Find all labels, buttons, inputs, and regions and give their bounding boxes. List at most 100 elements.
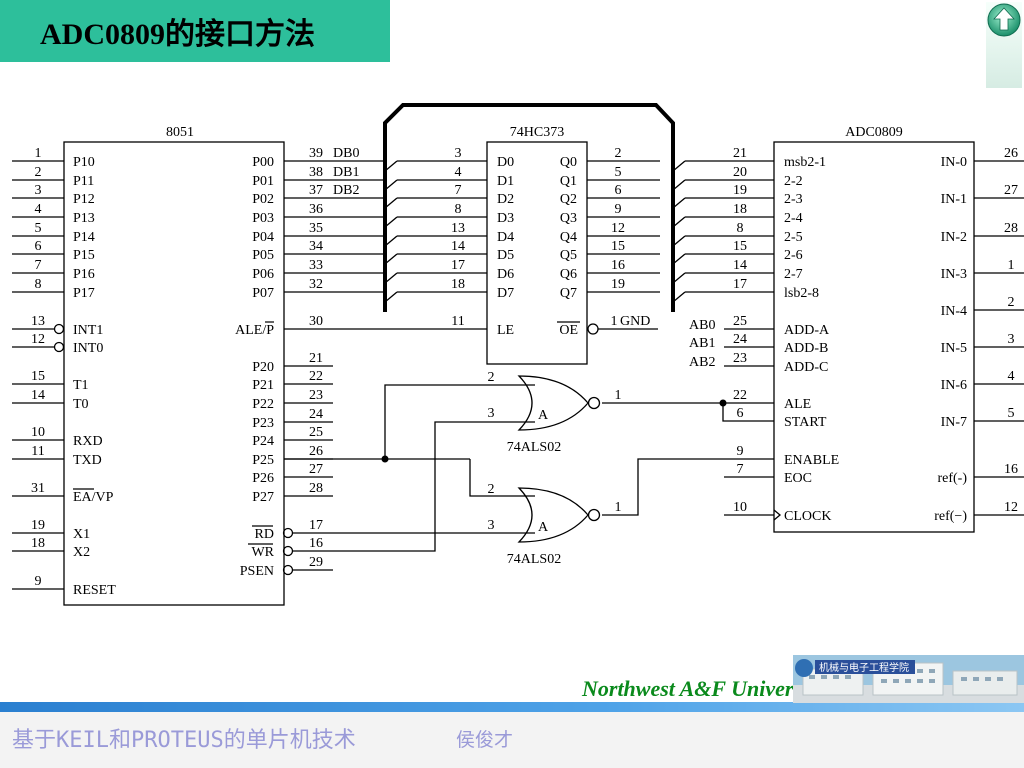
pin-label-8051-p11: P11 <box>73 174 94 189</box>
pin-num-adc-12: 12 <box>1004 500 1018 515</box>
gate1-pin-in2: 3 <box>488 406 495 421</box>
pin-num-adc-18: 18 <box>733 202 747 217</box>
gate2-pin-out: 1 <box>615 500 622 515</box>
pin-num-8051-32: 32 <box>309 277 323 292</box>
bus-entry <box>384 160 398 172</box>
footer-bar <box>0 702 1024 712</box>
oe-bubble <box>587 323 599 335</box>
pin-num-373-q-5: 5 <box>615 165 622 180</box>
pin-label-adc-addb: ADD-B <box>784 341 828 356</box>
pin-label-373-q1: Q1 <box>560 174 577 189</box>
pin-num-adc-27: 27 <box>1004 183 1018 198</box>
pin-label-adc-in3-3: IN-3 <box>941 267 967 282</box>
pin-label-adc-eoc: EOC <box>784 471 812 486</box>
pin-num-8051-31: 31 <box>31 481 45 496</box>
addr-net-ab2: AB2 <box>689 355 715 370</box>
pin-label-adc-22: 2-2 <box>784 174 803 189</box>
pin-label-adc-start: START <box>784 415 827 430</box>
pin-num-adc-7: 7 <box>737 462 744 477</box>
pin-num-8051-22: 22 <box>309 369 323 384</box>
university-name: Northwest A&F University <box>582 676 825 701</box>
pin-num-373-d-4: 4 <box>455 165 462 180</box>
pin-label-adc-in7-7: IN-7 <box>941 415 967 430</box>
pin-label-adc-25: 2-5 <box>784 230 803 245</box>
pin-num-adc-16: 16 <box>1004 462 1018 477</box>
bus-entry <box>672 272 686 284</box>
pin-num-8051-11: 11 <box>31 444 44 459</box>
pin-label-adc-in1-1: IN-1 <box>941 192 967 207</box>
pin-label-8051-int1: INT1 <box>73 323 103 338</box>
pin-label-373-d2: D2 <box>497 192 514 207</box>
pin-num-8051-16: 16 <box>309 536 323 551</box>
pin-label-373-d7: D7 <box>497 286 514 301</box>
chip-8051 <box>63 141 285 606</box>
pin-label-8051-rd: RD <box>255 527 274 542</box>
home-icon[interactable] <box>986 2 1022 88</box>
pin-label-373-q6: Q6 <box>560 267 577 282</box>
bus-label-db2: DB2 <box>333 183 359 198</box>
pin-label-adc-23: 2-3 <box>784 192 803 207</box>
pin-num-adc-6: 6 <box>737 406 744 421</box>
pin-num-373-q-15: 15 <box>611 239 625 254</box>
pin-num-8051-18: 18 <box>31 536 45 551</box>
pin-label-adc-in5-5: IN-5 <box>941 341 967 356</box>
pin-num-8051-15: 15 <box>31 369 45 384</box>
course-title: 基于KEIL和PROTEUS的单片机技术 <box>12 728 356 753</box>
pin-num-adc-20: 20 <box>733 165 747 180</box>
pin-label-373-d4: D4 <box>497 230 514 245</box>
pin-label-8051-p12: P12 <box>73 192 95 207</box>
pin-num-8051-19: 19 <box>31 518 45 533</box>
pin-num-373-d-18: 18 <box>451 277 465 292</box>
pin-num-8051-25: 25 <box>309 425 323 440</box>
bus-entry <box>384 179 398 191</box>
author-name: 侯俊才 <box>456 729 514 751</box>
bus-entry <box>384 216 398 228</box>
pin-label-8051-int0: INT0 <box>73 341 103 356</box>
pin-label-8051-p15: P15 <box>73 248 95 263</box>
title-banner: ADC0809的接口方法 <box>0 0 390 62</box>
pin-label-adc-26: 2-6 <box>784 248 803 263</box>
pin-num-adc-8: 8 <box>737 221 744 236</box>
pin-label-373-q4: Q4 <box>560 230 577 245</box>
net-gnd: GND <box>620 314 650 329</box>
pin-num-adc-15: 15 <box>733 239 747 254</box>
pin-num-8051-37: 37 <box>309 183 323 198</box>
pin-num-adc-22: 22 <box>733 388 747 403</box>
pin-num-adc-19: 19 <box>733 183 747 198</box>
bus-entry <box>672 253 686 265</box>
pin-label-8051-t0: T0 <box>73 397 89 412</box>
chip-74hc373 <box>486 141 588 365</box>
pin-label-373-q3: Q3 <box>560 211 577 226</box>
pin-num-8051-13: 13 <box>31 314 45 329</box>
pin-num-8051-5: 5 <box>35 221 42 236</box>
gate2-unit: A <box>538 520 549 535</box>
bus-entry <box>672 197 686 209</box>
pin-num-adc-5: 5 <box>1008 406 1015 421</box>
pin-label-adc-in0-0: IN-0 <box>941 155 967 170</box>
pin-num-373-d-8: 8 <box>455 202 462 217</box>
pin-num-adc-2: 2 <box>1008 295 1015 310</box>
bus-entry <box>384 197 398 209</box>
gate1-unit: A <box>538 408 549 423</box>
pin-label-8051-p01: P01 <box>252 174 274 189</box>
pin-num-8051-3: 3 <box>35 183 42 198</box>
pin-label-adc-addc: ADD-C <box>784 360 828 375</box>
pin-label-adc-in4-4: IN-4 <box>941 304 967 319</box>
pin-num-8051-17: 17 <box>309 518 323 533</box>
pin-num-8051-35: 35 <box>309 221 323 236</box>
pin-label-8051-p07: P07 <box>252 286 274 301</box>
pin-num-adc-21: 21 <box>733 146 747 161</box>
pin-label-8051-p24: P24 <box>252 434 274 449</box>
pin-num-adc-24: 24 <box>733 332 747 347</box>
pin-label-8051-p02: P02 <box>252 192 274 207</box>
pin-num-373-q-2: 2 <box>615 146 622 161</box>
bus-label-db0: DB0 <box>333 146 359 161</box>
pin-num-adc-14: 14 <box>733 258 747 273</box>
pin-num-373-d-17: 17 <box>451 258 465 273</box>
pin-label-8051-p22: P22 <box>252 397 274 412</box>
gate2-out <box>602 458 774 516</box>
pin-num-373-q-6: 6 <box>615 183 622 198</box>
pin-label-adc-24: 2-4 <box>784 211 803 226</box>
bus-entry <box>384 291 398 303</box>
chip-74hc373-title: 74HC373 <box>510 125 564 140</box>
